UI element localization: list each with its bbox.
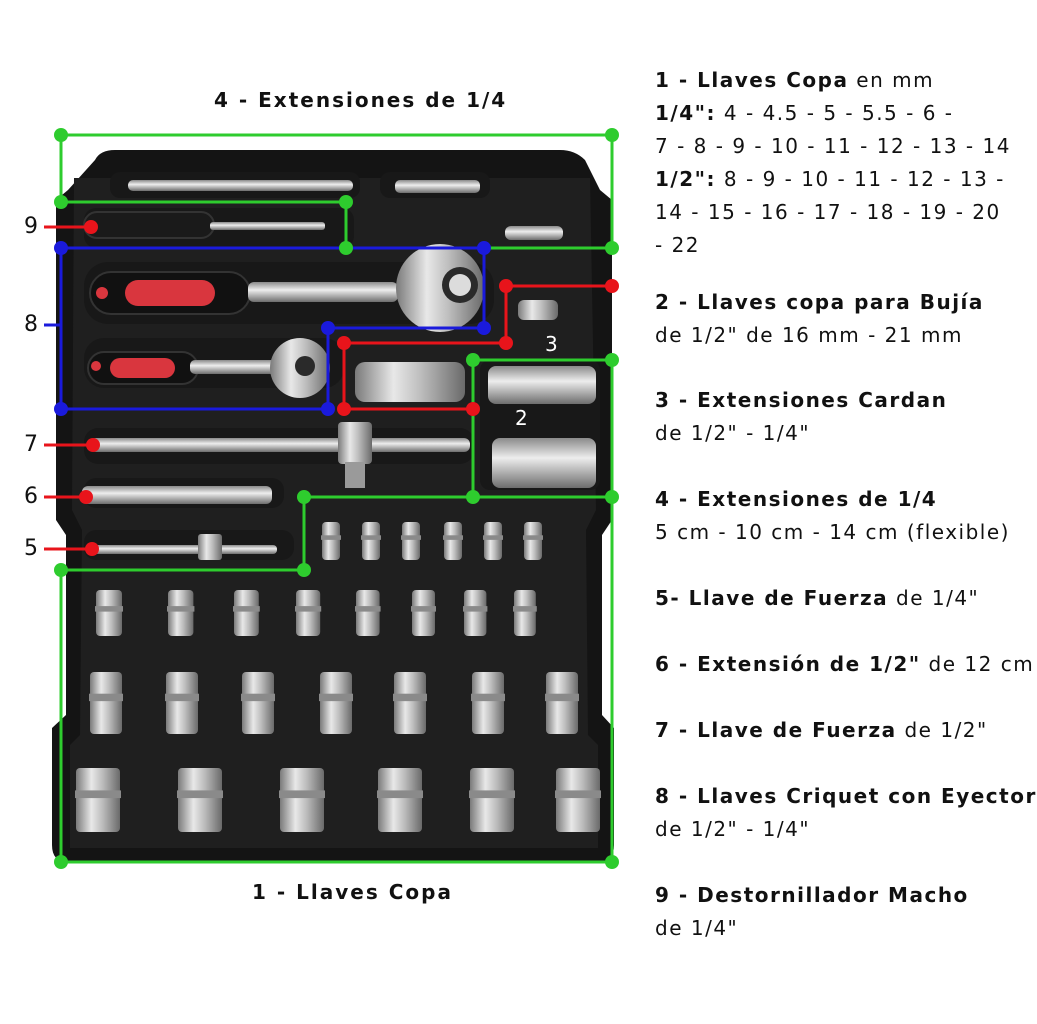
socket: [279, 768, 325, 832]
legend-item-6: 6 - Extensión de 1/2" de 12 cm: [655, 652, 1035, 676]
legend-item-4: 4 - Extensiones de 1/4 5 cm - 10 cm - 14…: [655, 487, 1010, 544]
callout-9: 9: [24, 214, 38, 239]
socket: [545, 672, 579, 734]
socket: [95, 590, 123, 636]
socket: [377, 768, 423, 832]
callout-8: 8: [24, 312, 38, 337]
socket: [177, 768, 223, 832]
legend: 1 - Llaves Copa en mm 1/4": 4 - 4.5 - 5 …: [655, 64, 1037, 945]
socket: [401, 522, 421, 560]
socket: [75, 768, 121, 832]
extensions-caption: 4 - Extensiones de 1/4: [214, 88, 508, 112]
callout-5: 5: [24, 536, 38, 561]
legend-item-1: 1 - Llaves Copa en mm 1/4": 4 - 4.5 - 5 …: [655, 68, 1011, 257]
socket: [89, 672, 123, 734]
legend-item-5: 5- Llave de Fuerza de 1/4": [655, 586, 980, 610]
socket: [555, 768, 601, 832]
socket: [513, 590, 537, 636]
socket: [471, 672, 505, 734]
socket: [319, 672, 353, 734]
callout-7: 7: [24, 432, 38, 457]
legend-item-8: 8 - Llaves Criquet con Eyector de 1/2" -…: [655, 784, 1037, 841]
socket-sets: [75, 522, 601, 832]
legend-item-3: 3 - Extensiones Cardan de 1/2" - 1/4": [655, 388, 948, 445]
socket: [411, 590, 436, 636]
socket: [463, 590, 488, 636]
socket: [165, 672, 199, 734]
ratchet-half-inch: [89, 244, 484, 332]
callout-2: 2: [515, 406, 528, 430]
socket: [167, 590, 195, 636]
extension-bars-quarter: [128, 180, 563, 240]
legend-item-7: 7 - Llave de Fuerza de 1/2": [655, 718, 988, 742]
spark-plug-sockets: [488, 366, 596, 488]
socket: [523, 522, 543, 560]
socket: [233, 590, 260, 636]
socket: [483, 522, 503, 560]
ratchet-quarter-inch: [87, 338, 330, 398]
extension-half-inch: [82, 486, 272, 504]
socket: [443, 522, 463, 560]
legend-item-2: 2 - Llaves copa para Bujía de 1/2" de 16…: [655, 290, 984, 347]
socket: [321, 522, 341, 560]
socket: [393, 672, 427, 734]
socket: [295, 590, 322, 636]
screwdriver: [83, 211, 325, 239]
socket: [241, 672, 275, 734]
callout-6: 6: [24, 484, 38, 509]
sockets-caption: 1 - Llaves Copa: [252, 880, 453, 904]
legend-item-9: 9 - Destornillador Macho de 1/4": [655, 883, 969, 940]
t-bar-quarter-inch: [92, 534, 277, 560]
socket: [361, 522, 381, 560]
t-bar-half-inch: [90, 422, 470, 488]
universal-joints: [355, 300, 558, 402]
socket: [469, 768, 515, 832]
socket: [355, 590, 381, 636]
callout-3: 3: [545, 332, 558, 356]
annotation-dots: [54, 128, 619, 869]
